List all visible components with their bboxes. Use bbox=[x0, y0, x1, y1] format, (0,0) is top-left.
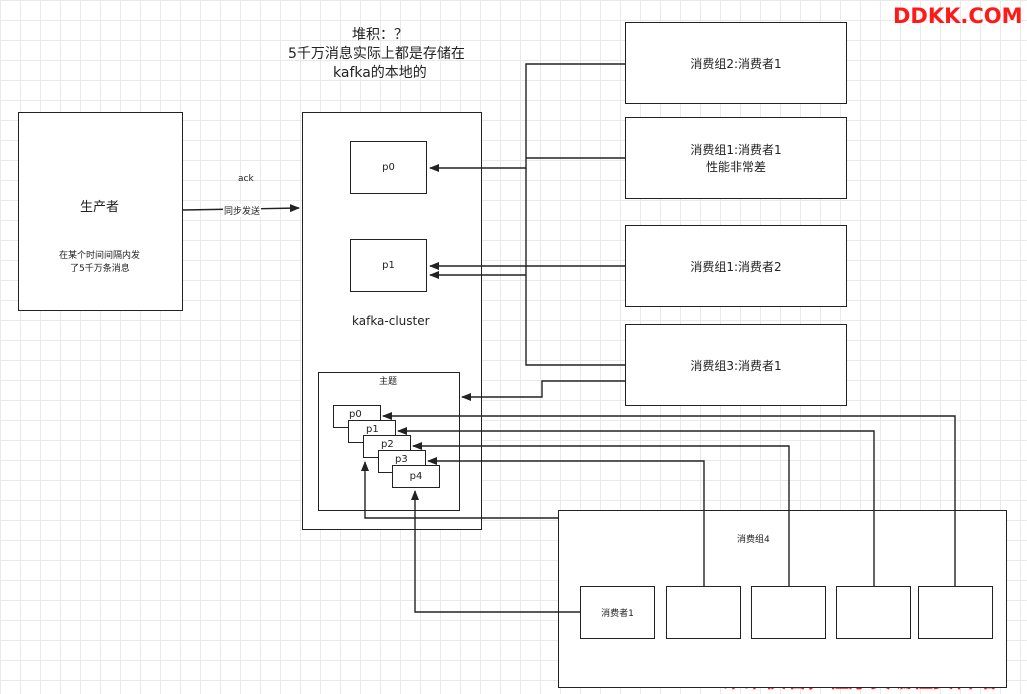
producer-desc-line-1: 在某个时间间隔内发 bbox=[59, 251, 141, 261]
consumer-g3c1-label: 消费组3:消费者1 bbox=[690, 358, 782, 373]
partition-p0-label: p0 bbox=[382, 162, 395, 173]
topic-label: 主题 bbox=[379, 377, 398, 387]
group4-consumer-1: 消费者1 bbox=[580, 586, 655, 639]
consumer-g1c1-label-1: 消费组1:消费者1 bbox=[690, 143, 782, 157]
consumer-g1c2-label: 消费组1:消费者2 bbox=[690, 259, 782, 274]
note-line-2: 5千万消息实际上都是存储在 bbox=[288, 46, 465, 62]
note-line-3: kafka的本地的 bbox=[333, 65, 427, 81]
group4-c1-to-p4 bbox=[411, 490, 580, 613]
watermark-top: DDKK.COM bbox=[893, 4, 1023, 28]
partition-p0: p0 bbox=[350, 141, 427, 194]
group4-c2-to-p3 bbox=[427, 457, 705, 586]
bracket-vertical bbox=[525, 168, 625, 366]
note-line-1: 堆积：？ bbox=[352, 27, 408, 43]
consumer-g1c1: 消费组1:消费者1 性能非常差 bbox=[625, 117, 847, 199]
consumer-g1c1-label-2: 性能非常差 bbox=[705, 160, 766, 174]
group4-consumer-5 bbox=[918, 586, 993, 639]
ack-label: ack bbox=[238, 174, 254, 184]
sync-send-label: 同步发送 bbox=[223, 204, 262, 217]
group4-consumer-3 bbox=[751, 586, 826, 639]
partition-p1: p1 bbox=[350, 239, 427, 292]
topic-partition-p4: p4 bbox=[392, 465, 440, 488]
consumer-g2c1-label: 消费组2:消费者1 bbox=[690, 56, 782, 71]
g3c1-to-topic-connector bbox=[461, 380, 625, 401]
consumer-g2c1: 消费组2:消费者1 bbox=[625, 22, 847, 104]
producer-title: 生产者 bbox=[80, 200, 120, 215]
kafka-cluster-label: kafka-cluster bbox=[352, 314, 430, 328]
group4-consumer-1-label: 消费者1 bbox=[601, 609, 634, 619]
topic-partition-p1-label: p1 bbox=[366, 424, 379, 435]
group4-c5-to-p0 bbox=[382, 412, 956, 586]
consumer-group-4-label: 消费组4 bbox=[737, 535, 770, 545]
partition-p1-label: p1 bbox=[382, 260, 395, 271]
producer-box bbox=[18, 112, 183, 311]
g2c1-connector bbox=[429, 63, 625, 172]
topic-partition-p0-label: p0 bbox=[349, 409, 362, 420]
topic-partition-p2-label: p2 bbox=[381, 439, 394, 450]
group4-to-p2-loop bbox=[361, 461, 558, 519]
topic-partition-p4-label: p4 bbox=[409, 471, 423, 482]
topic-partition-p3-label: p3 bbox=[395, 454, 408, 465]
group4-consumer-2 bbox=[666, 586, 741, 639]
consumer-g1c2: 消费组1:消费者2 bbox=[625, 225, 847, 307]
consumer-g3c1: 消费组3:消费者1 bbox=[625, 324, 847, 406]
group4-c3-to-p2 bbox=[412, 442, 790, 586]
group4-c4-to-p1 bbox=[397, 427, 875, 586]
group4-consumer-4 bbox=[836, 586, 911, 639]
producer-desc-line-2: 了5千万条消息 bbox=[70, 264, 130, 274]
